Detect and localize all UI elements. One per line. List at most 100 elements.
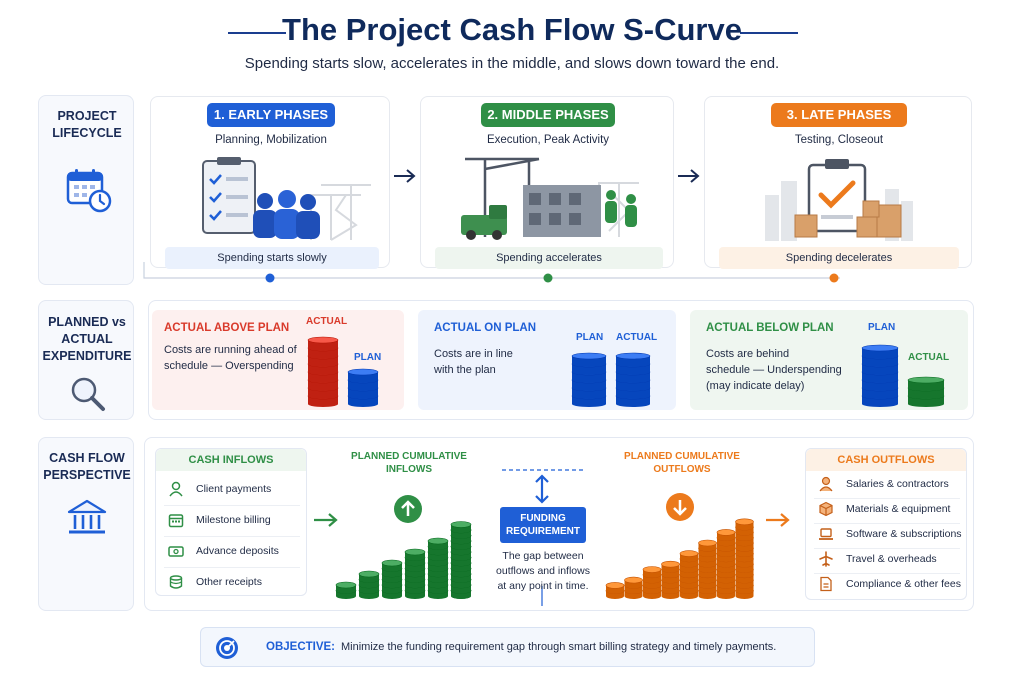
list-item: Software & subscriptions	[806, 526, 966, 544]
row-label-line: PERSPECTIVE	[43, 468, 131, 482]
phase-card-middle: 2. MIDDLE PHASES Execution, Peak Activit…	[420, 96, 674, 269]
list-item-label: Advance deposits	[196, 545, 279, 557]
list-item-label: Materials & equipment	[846, 503, 951, 515]
divider	[164, 536, 300, 537]
arrow-right-icon	[394, 169, 416, 183]
row-label-lifecycle: PROJECT LIFECYCLE	[38, 95, 134, 285]
document-fee-icon	[820, 576, 832, 592]
calendar-icon	[168, 514, 184, 528]
page-subtitle: Spending starts slow, accelerates in the…	[244, 55, 780, 72]
list-item: Materials & equipment	[806, 501, 966, 519]
list-item-label: Compliance & other fees	[846, 578, 961, 590]
row-label-cashflow: CASH FLOW PERSPECTIVE	[38, 437, 134, 611]
comparison-desc: (may indicate delay)	[706, 380, 805, 392]
actual-coin-stack	[615, 352, 651, 407]
row-label-line: PLANNED vs	[48, 315, 126, 329]
funding-desc-line: at any point in time.	[497, 580, 589, 592]
comparison-desc: Costs are running ahead of	[164, 344, 297, 356]
objective-label: OBJECTIVE:	[266, 641, 336, 653]
stack-label-plan: PLAN	[868, 322, 896, 333]
funding-label-line: REQUIREMENT	[506, 526, 580, 537]
comparison-desc: schedule — Underspending	[706, 364, 842, 376]
bank-icon	[67, 499, 107, 534]
funding-requirement-badge: FUNDING REQUIREMENT	[500, 507, 586, 543]
list-item: Salaries & contractors	[806, 476, 966, 494]
calendar-clock-icon	[66, 169, 112, 213]
list-item-label: Software & subscriptions	[846, 528, 962, 540]
arrow-right-icon	[314, 513, 338, 527]
package-icon	[819, 501, 833, 517]
plan-coin-stack	[347, 368, 379, 407]
list-item: Milestone billing	[156, 512, 306, 530]
comparison-card-on: ACTUAL ON PLAN Costs are in line with th…	[418, 310, 676, 410]
lifecycle-timeline	[143, 262, 840, 283]
comparison-card-above: ACTUAL ABOVE PLAN Costs are running ahea…	[152, 310, 404, 410]
phase-badge-early: 1. EARLY PHASES	[207, 103, 335, 127]
funding-gap-connector	[502, 469, 584, 606]
closeout-checklist-illustration	[765, 159, 913, 241]
target-icon	[216, 637, 238, 659]
row-label-line: PROJECT	[57, 109, 117, 123]
funding-label-line: FUNDING	[520, 513, 566, 524]
stack-label-plan: PLAN	[354, 352, 382, 363]
phase-subtitle-middle: Execution, Peak Activity	[486, 134, 610, 146]
person-icon	[169, 481, 183, 497]
person-icon	[819, 476, 833, 492]
divider	[164, 505, 300, 506]
comparison-desc: Costs are behind	[706, 348, 790, 360]
arrow-right-icon	[678, 169, 700, 183]
plan-coin-stack	[571, 352, 607, 407]
plan-coin-stack	[861, 344, 899, 407]
funding-desc-line: outflows and inflows	[496, 565, 590, 577]
list-item-label: Other receipts	[196, 576, 262, 588]
actual-coin-stack	[307, 336, 339, 407]
divider	[814, 573, 960, 574]
phase-badge-late: 3. LATE PHASES	[771, 103, 907, 127]
planning-team-illustration	[202, 157, 371, 241]
phase-card-early: 1. EARLY PHASES Planning, Mobilization S…	[150, 96, 390, 269]
cash-outflows-box: CASH OUTFLOWS Salaries & contractors Mat…	[805, 448, 967, 600]
cumulative-inflows-label: PLANNED CUMULATIVE INFLOWS	[340, 450, 478, 476]
divider	[814, 548, 960, 549]
funding-description: The gap between outflows and inflows at …	[480, 549, 606, 594]
outflow-coin-stacks	[605, 518, 754, 599]
phase-footer-early: Spending starts slowly	[165, 247, 379, 269]
airplane-icon	[819, 551, 833, 567]
magnifier-icon	[71, 377, 105, 411]
cash-inflows-box: CASH INFLOWS Client payments Milestone b…	[155, 448, 307, 596]
list-item: Compliance & other fees	[806, 576, 966, 594]
cumulative-label-line: OUTFLOWS	[653, 464, 711, 475]
divider	[164, 567, 300, 568]
cash-inflows-title: CASH INFLOWS	[156, 449, 306, 471]
phase-footer-middle: Spending accelerates	[435, 247, 663, 269]
actual-coin-stack	[907, 376, 945, 407]
funding-desc-line: The gap between	[502, 550, 584, 562]
objective-text: Minimize the funding requirement gap thr…	[341, 641, 777, 653]
inflow-coin-stacks	[335, 521, 472, 599]
cash-outflows-title: CASH OUTFLOWS	[806, 449, 966, 471]
comparison-title: ACTUAL ABOVE PLAN	[164, 322, 290, 334]
comparison-card-below: ACTUAL BELOW PLAN Costs are behind sched…	[690, 310, 968, 410]
list-item: Other receipts	[156, 574, 306, 592]
objective-bar: OBJECTIVE: Minimize the funding requirem…	[200, 627, 815, 667]
comparison-title: ACTUAL ON PLAN	[434, 322, 537, 334]
cumulative-label-line: PLANNED CUMULATIVE	[624, 451, 740, 462]
phase-subtitle-late: Testing, Closeout	[794, 134, 884, 146]
comparison-desc: schedule — Overspending	[164, 360, 294, 372]
coins-icon	[169, 575, 183, 589]
comparison-title: ACTUAL BELOW PLAN	[706, 322, 834, 334]
list-item: Travel & overheads	[806, 551, 966, 569]
title-rule-right	[740, 32, 798, 34]
list-item-label: Travel & overheads	[846, 553, 937, 565]
list-item-label: Salaries & contractors	[846, 478, 949, 490]
arrow-up-circle-icon	[394, 495, 422, 523]
laptop-icon	[819, 528, 833, 540]
comparison-desc: Costs are in line	[434, 348, 513, 360]
list-item: Client payments	[156, 481, 306, 499]
construction-site-illustration	[461, 157, 639, 240]
row-label-line: CASH FLOW	[49, 451, 125, 465]
list-item-label: Milestone billing	[196, 514, 271, 526]
list-item: Advance deposits	[156, 543, 306, 561]
row-label-planned: PLANNED vs ACTUAL EXPENDITURE	[38, 300, 134, 420]
cumulative-outflows-label: PLANNED CUMULATIVE OUTFLOWS	[612, 450, 752, 476]
